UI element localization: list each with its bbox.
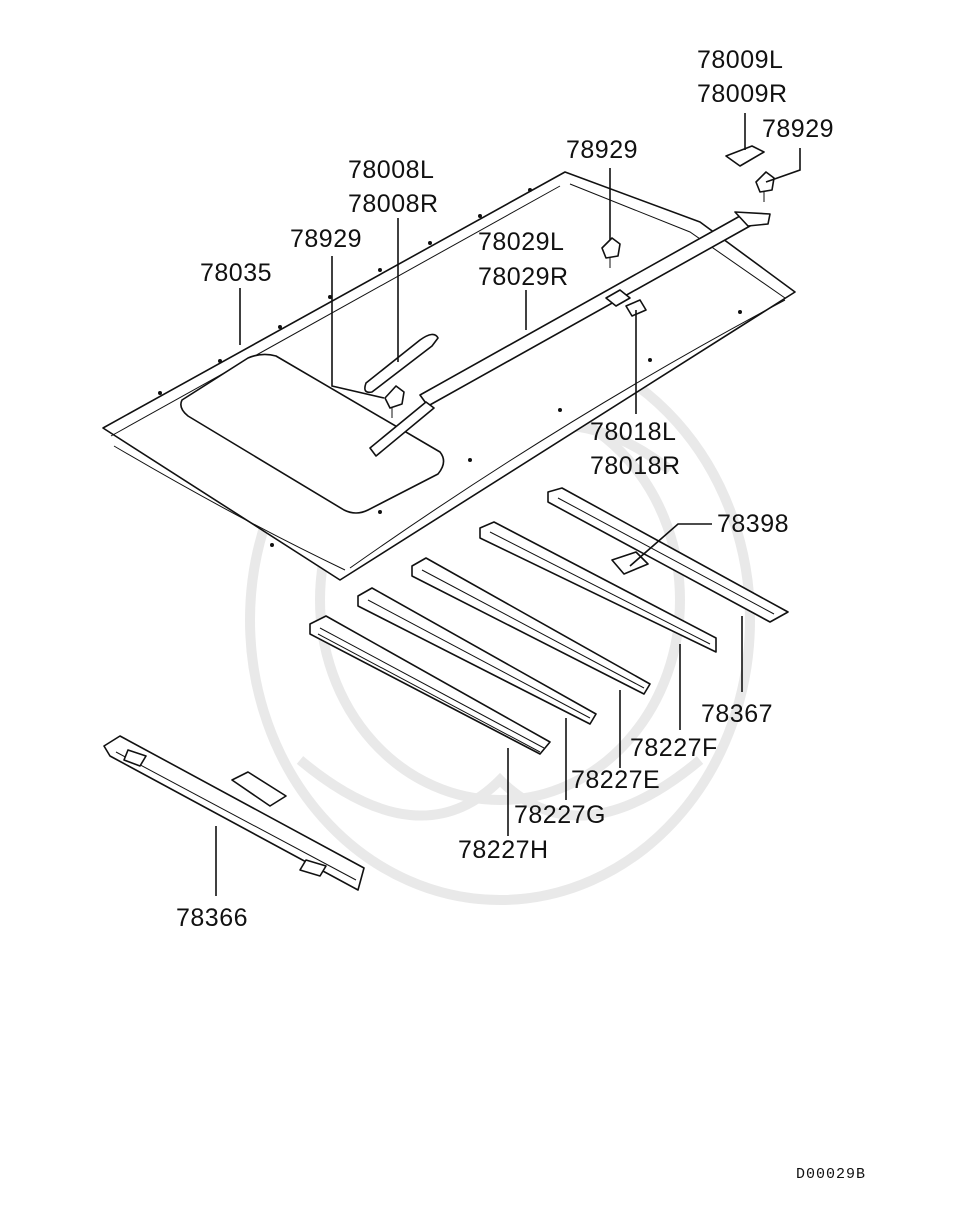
label-78029-r: 78029R xyxy=(478,263,569,291)
label-78009-r: 78009R xyxy=(697,80,788,108)
rail-cover-78008 xyxy=(364,333,439,394)
label-78367: 78367 xyxy=(701,700,773,728)
rail-end-cover-78009 xyxy=(725,145,765,167)
roof-bow-78227G xyxy=(357,587,597,725)
label-78227f: 78227F xyxy=(630,734,718,762)
roof-bow-78227E xyxy=(411,557,651,695)
roof-bow-78367 xyxy=(547,487,789,623)
roof-seam-dots xyxy=(158,188,742,547)
clip-78929-right xyxy=(755,171,775,202)
label-78035: 78035 xyxy=(200,259,272,287)
label-78929-left: 78929 xyxy=(290,225,362,253)
label-78227h: 78227H xyxy=(458,836,549,864)
label-78929-center: 78929 xyxy=(566,136,638,164)
seal-pad-78018 xyxy=(625,299,647,317)
label-78227g: 78227G xyxy=(514,801,606,829)
label-78227e: 78227E xyxy=(571,766,660,794)
diagram-code: D00029B xyxy=(796,1166,866,1183)
label-78029-l: 78029L xyxy=(478,228,564,256)
label-78008-r: 78008R xyxy=(348,190,439,218)
label-78009-l: 78009L xyxy=(697,46,783,74)
clip-78929-left xyxy=(384,385,405,418)
roof-panel-78035 xyxy=(102,171,796,581)
label-78929-top-right: 78929 xyxy=(762,115,834,143)
rail-bracket xyxy=(605,289,631,307)
label-78018-l: 78018L xyxy=(590,418,676,446)
label-78366: 78366 xyxy=(176,904,248,932)
label-78018-r: 78018R xyxy=(590,452,681,480)
roof-bow-78227F xyxy=(479,521,717,653)
roof-bow-78227H xyxy=(309,615,551,755)
rail-front-base xyxy=(369,401,435,457)
label-78398: 78398 xyxy=(717,510,789,538)
front-header-78366 xyxy=(103,735,365,891)
label-78008-l: 78008L xyxy=(348,156,434,184)
leader-lines xyxy=(215,113,801,896)
